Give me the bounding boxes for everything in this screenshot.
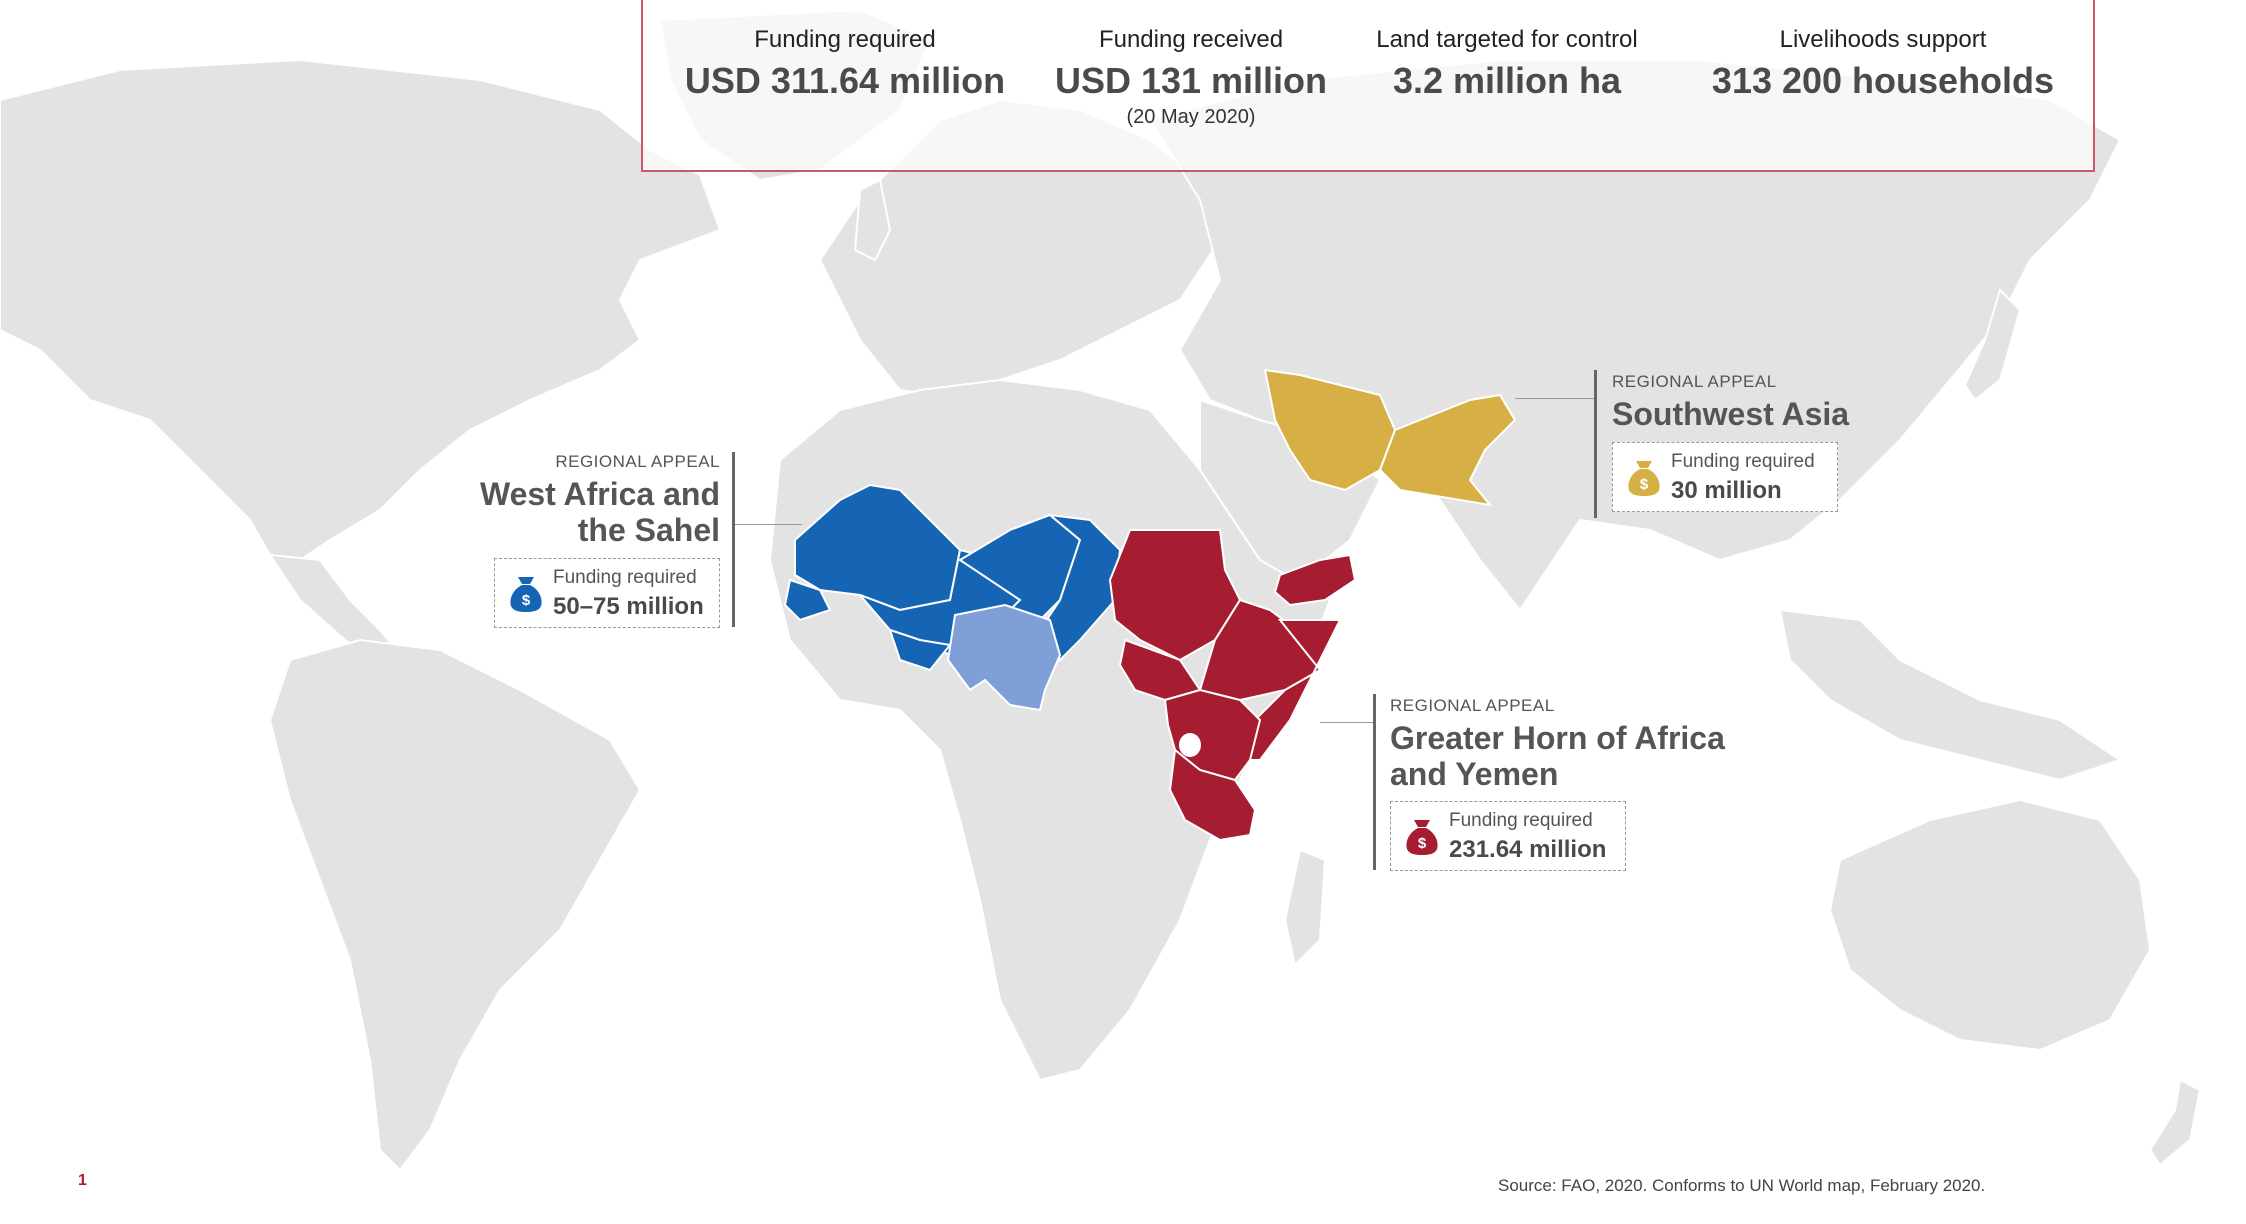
money-bag-icon: $ xyxy=(1406,820,1438,855)
somalia-shape xyxy=(1238,619,1342,761)
funding-label: Funding required xyxy=(1671,451,1815,472)
kenya-uganda-shape xyxy=(1163,688,1262,782)
svg-text:$: $ xyxy=(522,592,531,609)
greater-horn-funding-box: $ Funding required 231.64 million xyxy=(1390,801,1626,871)
region-title: Greater Horn of Africa and Yemen xyxy=(1390,720,1750,792)
stat-funding-required: Funding required USD 311.64 million xyxy=(655,26,1035,102)
stat-note: (20 May 2020) xyxy=(1126,106,1256,128)
south-america-landmass xyxy=(268,638,642,1172)
funding-value: 30 million xyxy=(1671,477,1782,504)
stat-value: 313 200 households xyxy=(1711,60,2055,101)
funding-value: 231.64 million xyxy=(1449,836,1607,863)
page-number: 1 xyxy=(78,1172,87,1189)
burkina-shape xyxy=(888,628,952,672)
senegal-shape xyxy=(783,578,832,622)
madagascar-landmass xyxy=(1283,848,1327,967)
north-america-landmass xyxy=(0,58,722,562)
southwest-asia-callout: REGIONAL APPEAL Southwest Asia xyxy=(1612,372,1912,432)
chad-shape xyxy=(1038,513,1122,662)
region-title-line-1: West Africa and xyxy=(479,476,720,512)
pakistan-shape xyxy=(1378,393,1517,507)
funding-value: 50–75 million xyxy=(553,593,704,620)
greater-horn-region xyxy=(1108,529,1357,842)
stat-land-targeted: Land targeted for control 3.2 million ha xyxy=(1317,26,1697,102)
greater-horn-divider xyxy=(1373,694,1376,870)
stat-label: Land targeted for control xyxy=(1376,26,1638,53)
region-title: West Africa and the Sahel xyxy=(450,476,720,548)
japan-landmass xyxy=(1963,288,2022,402)
regional-appeal-kicker: REGIONAL APPEAL xyxy=(1390,696,1555,715)
stat-label: Funding received xyxy=(1098,26,1284,53)
region-title: Southwest Asia xyxy=(1612,396,1850,432)
svg-text:$: $ xyxy=(1418,835,1427,852)
stat-label: Funding required xyxy=(754,26,936,53)
stat-funding-received: Funding received USD 131 million (20 May… xyxy=(1001,26,1381,129)
west-africa-leader-line xyxy=(732,524,802,525)
australia-landmass xyxy=(1828,798,2152,1052)
southwest-asia-funding-box: $ Funding required 30 million xyxy=(1612,442,1838,512)
west-africa-funding-box: $ Funding required 50–75 million xyxy=(494,558,720,628)
west-africa-sahel-region xyxy=(783,483,1122,712)
money-bag-icon: $ xyxy=(1628,461,1660,496)
region-title-line-2: and Yemen xyxy=(1390,756,1559,792)
new-zealand-landmass xyxy=(2148,1078,2202,1167)
svg-text:$: $ xyxy=(1640,476,1649,493)
tanzania-shape xyxy=(1168,748,1257,842)
region-title-line-2: the Sahel xyxy=(577,512,720,548)
southwest-asia-region xyxy=(1263,368,1517,507)
greater-horn-callout: REGIONAL APPEAL Greater Horn of Africa a… xyxy=(1390,696,1750,792)
sudan-shape xyxy=(1108,529,1242,662)
yemen-shape xyxy=(1273,553,1357,607)
stat-value: USD 131 million xyxy=(1054,60,1328,101)
regional-appeal-kicker: REGIONAL APPEAL xyxy=(1612,372,1777,391)
uk-landmass xyxy=(853,178,892,262)
source-note: Source: FAO, 2020. Conforms to UN World … xyxy=(1498,1176,1986,1195)
region-title-line-1: Greater Horn of Africa xyxy=(1390,720,1725,756)
money-bag-icon: $ xyxy=(510,577,542,612)
summary-stats-box: Funding required USD 311.64 million Fund… xyxy=(641,0,2095,172)
west-africa-divider xyxy=(732,452,735,627)
greater-horn-leader-line xyxy=(1320,722,1376,723)
southwest-asia-leader-line xyxy=(1515,398,1597,399)
funding-label: Funding required xyxy=(1449,810,1593,831)
funding-label: Funding required xyxy=(553,567,697,588)
west-africa-callout: REGIONAL APPEAL West Africa and the Sahe… xyxy=(450,452,720,548)
stat-value: 3.2 million ha xyxy=(1392,60,1622,101)
stat-label: Livelihoods support xyxy=(1779,26,1987,53)
southeast-asia-islands xyxy=(1778,608,2123,782)
lake-victoria xyxy=(1179,733,1201,757)
stat-value: USD 311.64 million xyxy=(684,60,1006,101)
southwest-asia-divider xyxy=(1594,370,1597,518)
regional-appeal-kicker: REGIONAL APPEAL xyxy=(555,452,720,471)
stat-livelihoods: Livelihoods support 313 200 households xyxy=(1683,26,2083,102)
land-masses xyxy=(0,8,2202,1172)
nigeria-cameroon-shape xyxy=(946,603,1062,712)
